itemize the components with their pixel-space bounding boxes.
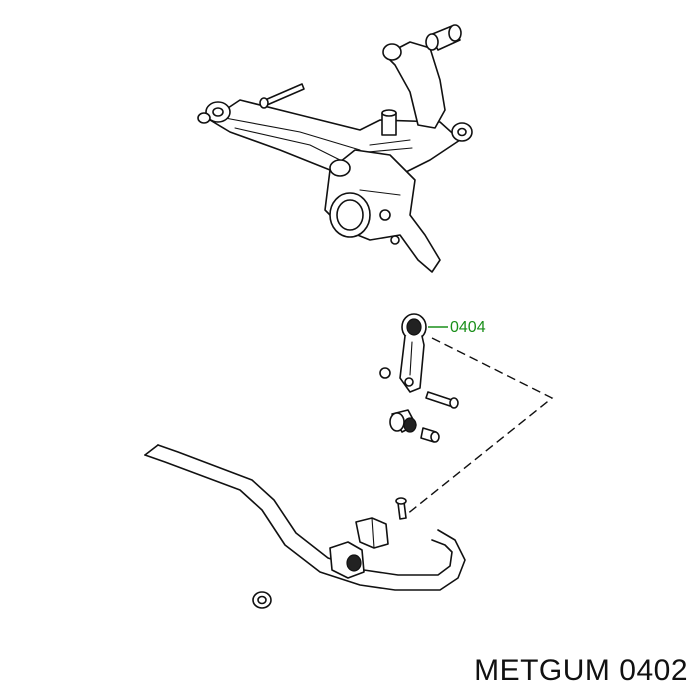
part-number-label: 0404 — [450, 319, 486, 336]
brand-part-label: METGUM 0402 — [474, 654, 688, 687]
stabilizer-link-0404 — [379, 313, 554, 520]
callout-0404: 0404 — [428, 319, 486, 336]
trailing-arm-assembly — [197, 24, 473, 273]
stabilizer-bar — [144, 444, 466, 609]
